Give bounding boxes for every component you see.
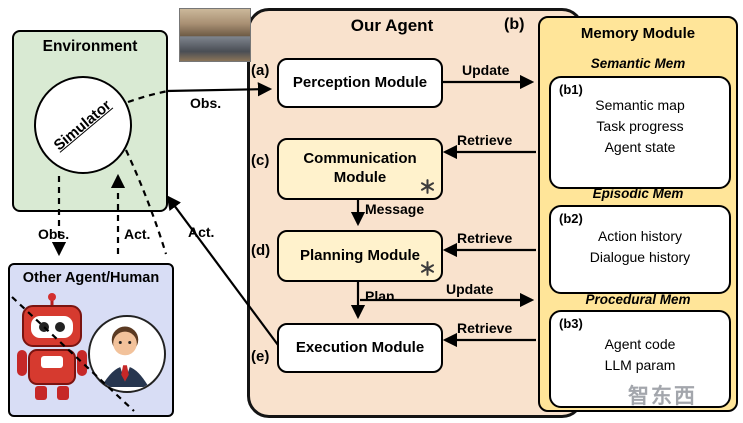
our-agent-title: Our Agent (350, 16, 434, 35)
communication-module: Communication Module (277, 138, 443, 200)
planning-module: Planning Module (277, 230, 443, 282)
execution-tag: (e) (251, 348, 270, 365)
memory-module-container: Memory Module Semantic Mem (b1) Semantic… (538, 16, 738, 412)
obs-label: Obs. (190, 95, 222, 111)
procedural-mem-item: Agent code (604, 336, 676, 352)
llm-icon (420, 261, 435, 276)
procedural-mem-item: LLM param (604, 357, 676, 373)
memory-module-tag: (b) (504, 16, 525, 33)
observation-image-bottom (179, 36, 251, 62)
retrieve-label: Retrieve (457, 230, 513, 246)
communication-tag: (c) (251, 152, 270, 169)
simulator-label: Simulator (51, 96, 115, 154)
human-icon (101, 326, 149, 387)
observation-image-top (179, 8, 251, 37)
update-label: Update (462, 62, 510, 78)
retrieve-label: Retrieve (457, 320, 513, 336)
other-agent-title: Other Agent/Human (22, 270, 160, 286)
planning-tag: (d) (251, 242, 271, 259)
environment-title: Environment (42, 38, 138, 55)
memory-module-title: Memory Module (580, 25, 696, 42)
episodic-mem-tag: (b2) (559, 211, 583, 226)
procedural-mem-tag: (b3) (559, 316, 583, 331)
execution-module-label: Execution Module (295, 338, 425, 356)
update-label: Update (446, 281, 494, 297)
semantic-mem-box: (b1) Semantic map Task progress Agent st… (549, 76, 731, 189)
execution-module: Execution Module (277, 323, 443, 373)
perception-tag: (a) (251, 62, 270, 79)
semantic-mem-item: Task progress (596, 118, 684, 134)
perception-module: Perception Module (277, 58, 443, 108)
robot-icon (17, 293, 87, 400)
episodic-mem-item: Action history (597, 228, 683, 244)
act-label-dashed: Act. (124, 226, 151, 242)
episodic-mem-header: Episodic Mem (592, 186, 684, 201)
obs-label-dashed: Obs. (38, 226, 70, 242)
planning-module-label: Planning Module (300, 246, 420, 264)
watermark: 智东西 (628, 385, 697, 408)
message-label: Message (365, 201, 425, 217)
llm-icon (420, 179, 435, 194)
semantic-mem-item: Agent state (604, 139, 676, 155)
semantic-mem-tag: (b1) (559, 82, 583, 97)
plan-label: Plan (365, 288, 395, 304)
episodic-mem-item: Dialogue history (589, 249, 691, 265)
semantic-mem-header: Semantic Mem (590, 56, 686, 71)
episodic-mem-box: (b2) Action history Dialogue history (549, 205, 731, 294)
human-avatar-circle (88, 315, 166, 393)
communication-module-label: Communication Module (303, 150, 417, 186)
act-label-execution: Act. (188, 224, 215, 240)
procedural-mem-box: (b3) Agent code LLM param (549, 310, 731, 408)
procedural-mem-header: Procedural Mem (585, 292, 691, 307)
semantic-mem-item: Semantic map (595, 97, 685, 113)
retrieve-label: Retrieve (457, 132, 513, 148)
perception-module-label: Perception Module (292, 73, 428, 91)
simulator-circle: Simulator (34, 76, 132, 174)
